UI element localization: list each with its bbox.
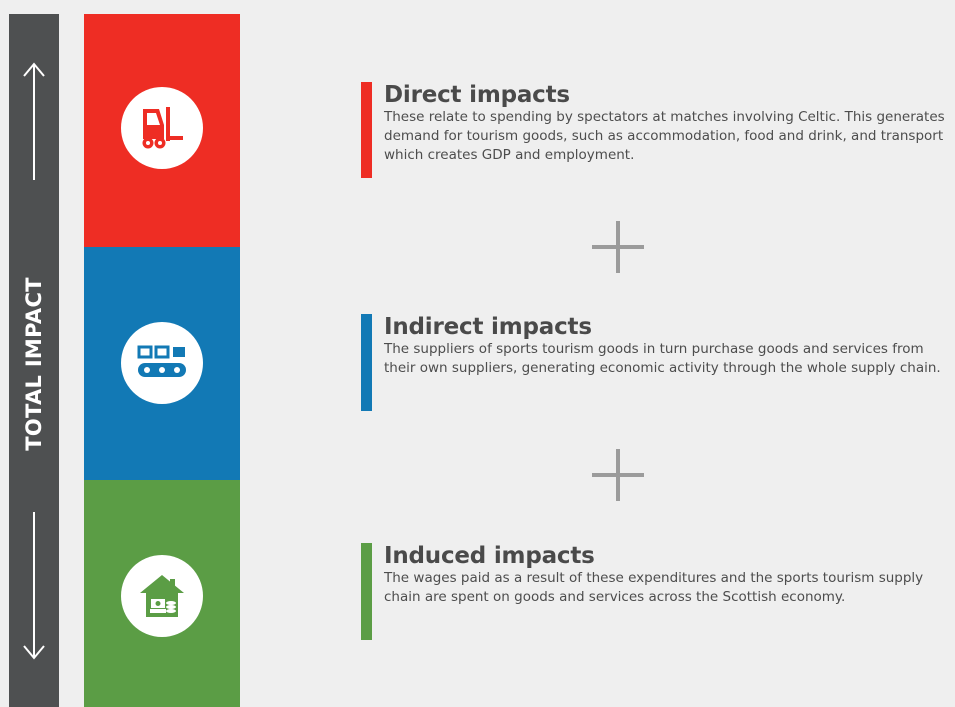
direct-impact-block — [84, 14, 240, 247]
direct-impacts-title: Direct impacts — [384, 82, 570, 108]
induced-accent-bar — [361, 543, 372, 640]
induced-icon-circle — [121, 555, 203, 637]
indirect-icon-circle — [121, 322, 203, 404]
indirect-impacts-section: Indirect impacts The suppliers of sports… — [361, 314, 955, 411]
induced-impacts-title: Induced impacts — [384, 543, 595, 569]
indirect-impact-block — [84, 247, 240, 480]
total-impact-label: TOTAL IMPACT — [22, 277, 46, 451]
plus-icon — [592, 449, 644, 501]
induced-impact-block — [84, 480, 240, 707]
arrow-up-icon — [23, 62, 45, 180]
conveyor-belt-icon — [137, 345, 186, 377]
house-money-icon — [140, 575, 184, 617]
arrow-down-icon — [23, 512, 45, 660]
induced-impacts-section: Induced impacts The wages paid as a resu… — [361, 543, 955, 640]
impact-column — [84, 14, 240, 707]
indirect-impacts-text: The suppliers of sports tourism goods in… — [384, 341, 941, 376]
direct-impacts-section: Direct impacts These relate to spending … — [361, 82, 955, 178]
forklift-icon — [142, 107, 183, 149]
direct-accent-bar — [361, 82, 372, 178]
plus-icon — [592, 221, 644, 273]
indirect-impacts-title: Indirect impacts — [384, 314, 592, 340]
induced-impacts-text: The wages paid as a result of these expe… — [384, 570, 924, 605]
direct-icon-circle — [121, 87, 203, 169]
direct-impacts-text: These relate to spending by spectators a… — [384, 109, 945, 163]
indirect-accent-bar — [361, 314, 372, 411]
